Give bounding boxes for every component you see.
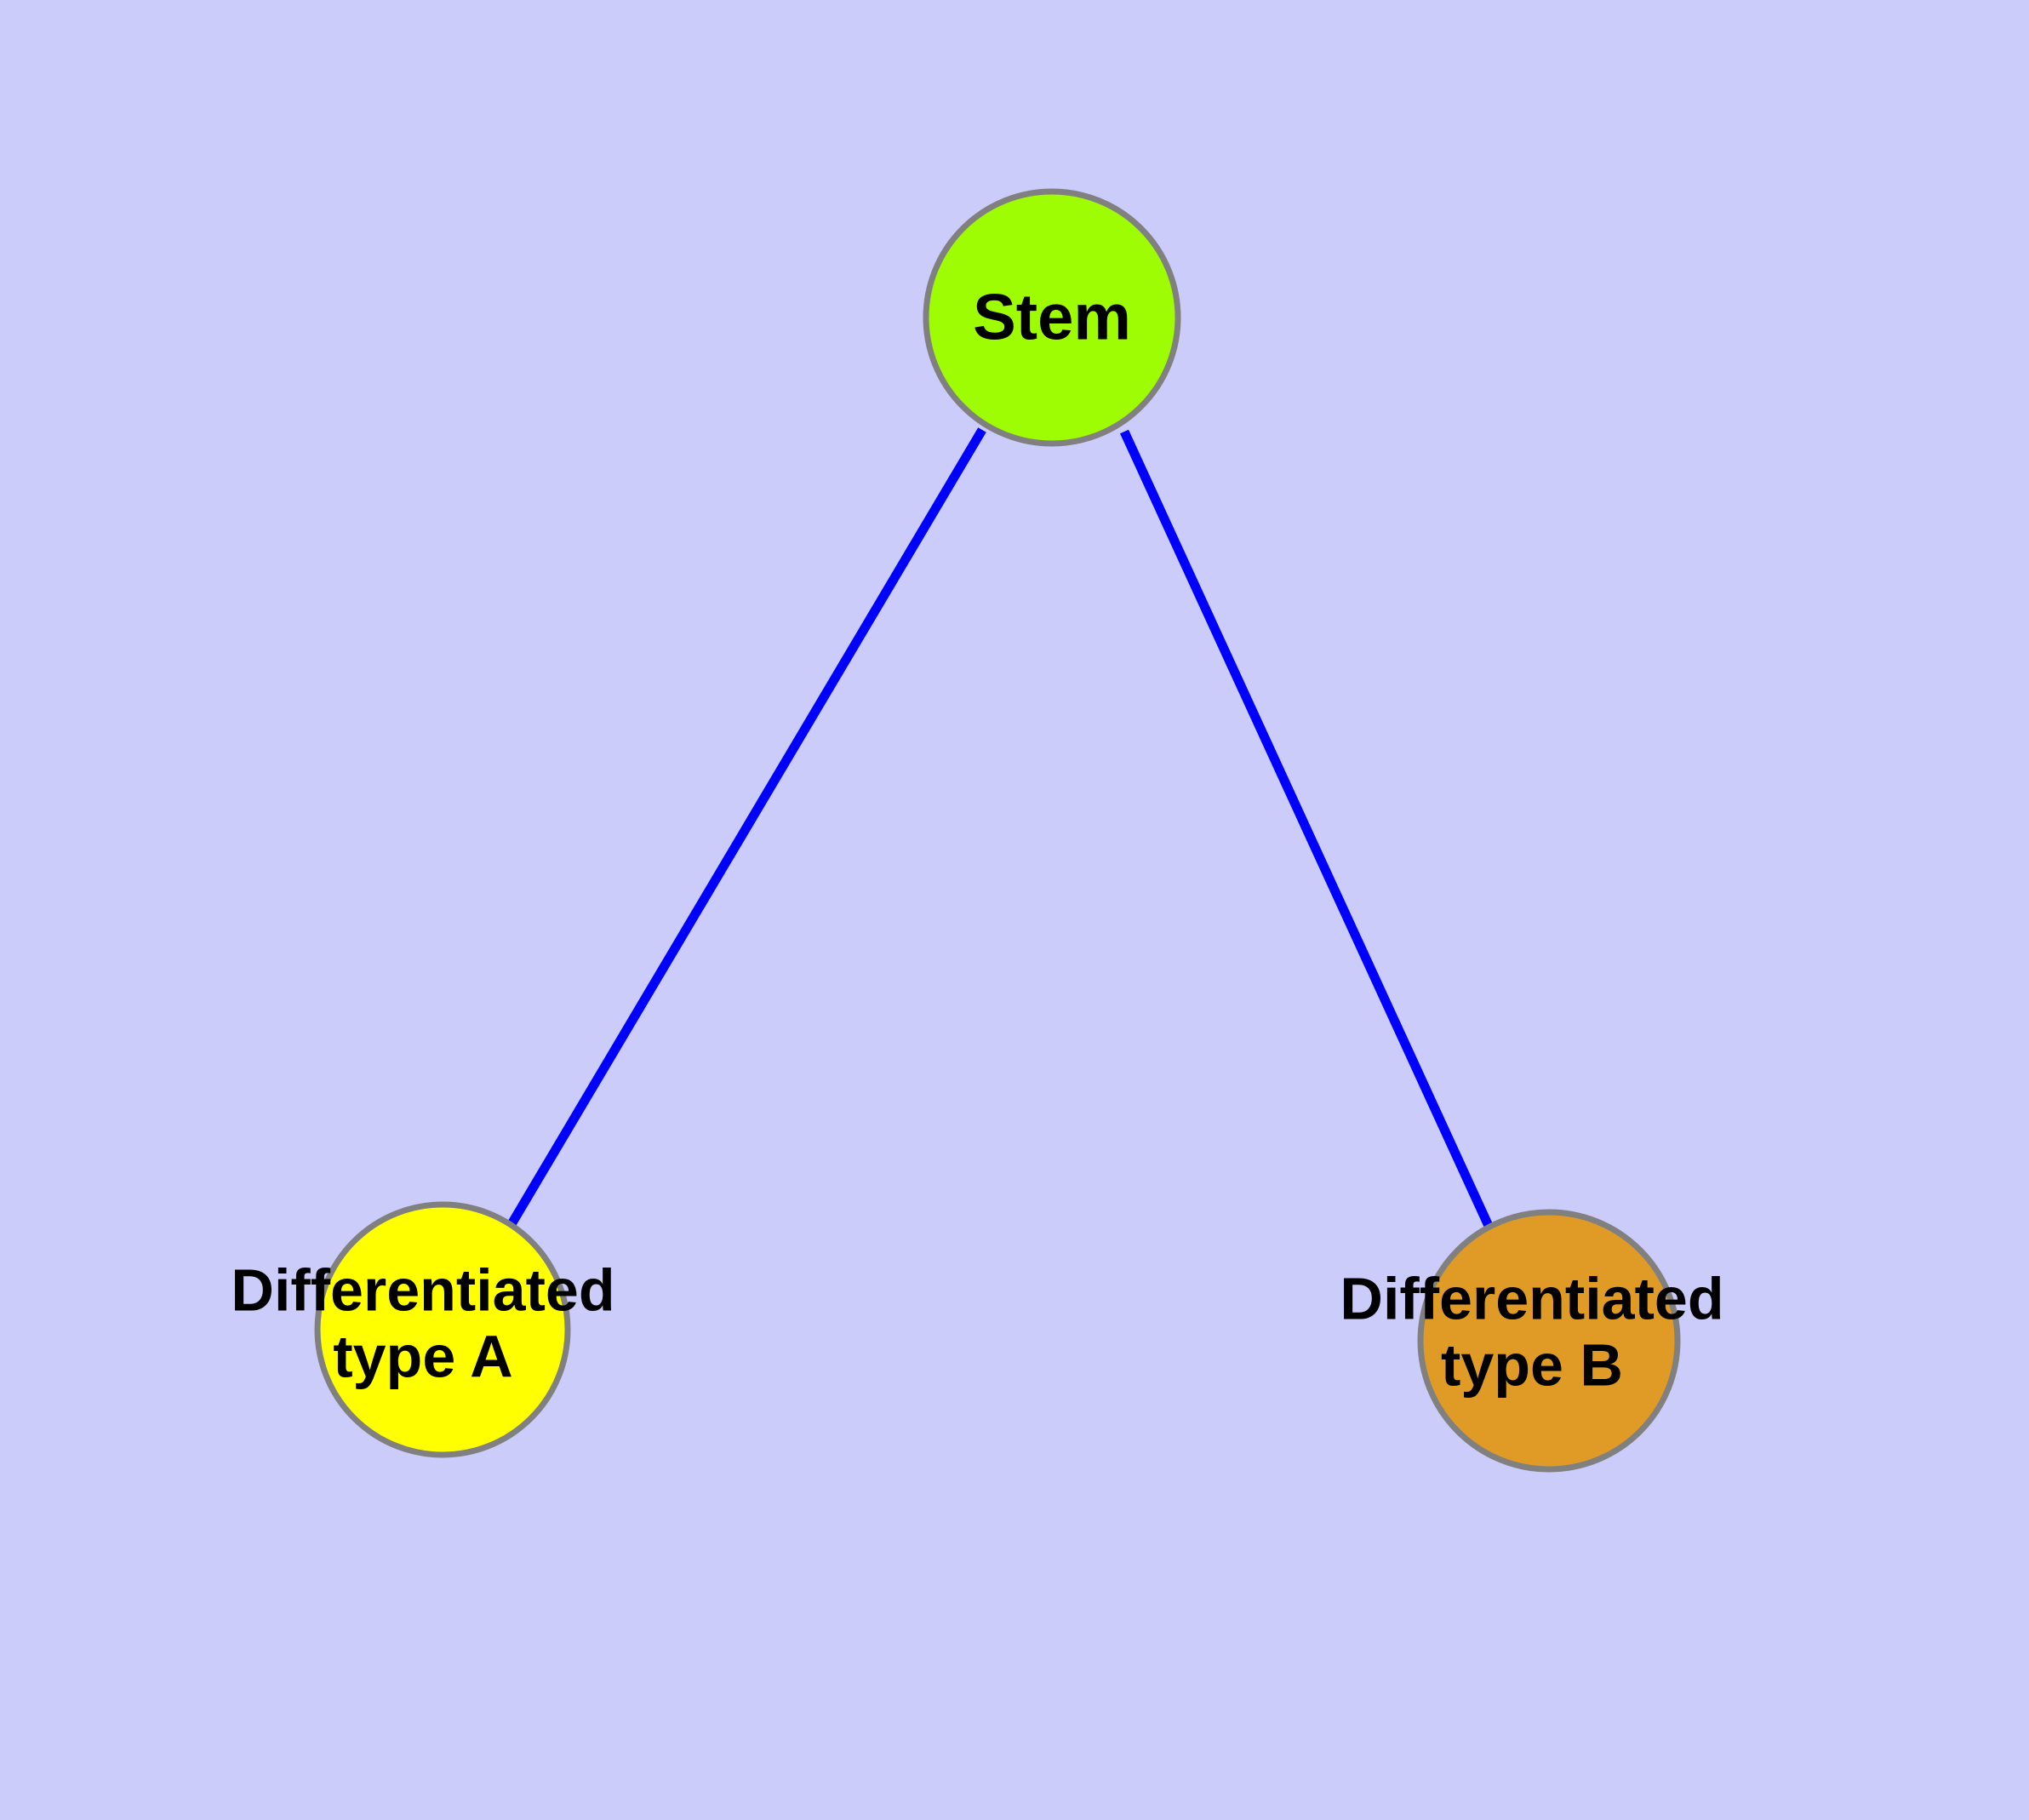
edge-layer <box>507 427 1493 1228</box>
edge-stem-to-differentiated-type-b[interactable] <box>1120 429 1493 1228</box>
node-layer <box>314 188 1681 1473</box>
node-differentiated-type-a[interactable] <box>314 1201 571 1458</box>
edge-stem-to-differentiated-type-a[interactable] <box>507 427 986 1227</box>
node-stem[interactable] <box>923 188 1181 447</box>
node-differentiated-type-b[interactable] <box>1417 1209 1681 1473</box>
